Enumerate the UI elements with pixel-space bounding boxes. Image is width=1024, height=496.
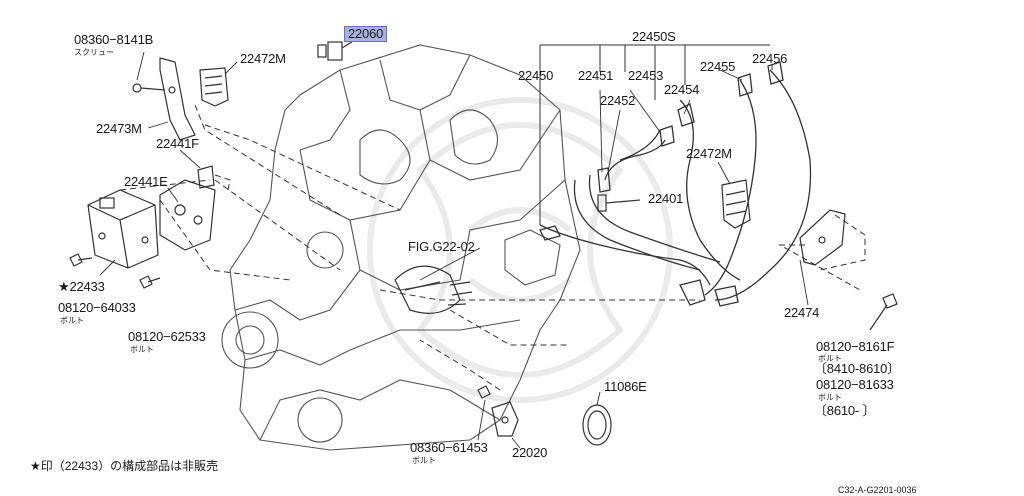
part-label-22452[interactable]: 22452 — [600, 93, 636, 108]
part-label-08120-81633[interactable]: 08120−81633 — [816, 377, 894, 392]
part-label-22060-highlighted[interactable]: 22060 — [344, 26, 388, 42]
part-range-81633: 〔8610- 〕 — [814, 403, 876, 418]
part-label-08360-61453[interactable]: 08360−61453 — [410, 440, 488, 455]
part-label-08120-64033[interactable]: 08120−64033 — [58, 300, 136, 315]
sensor-22020 — [477, 385, 519, 437]
engine-block — [221, 44, 581, 451]
part-label-22454[interactable]: 22454 — [664, 82, 700, 97]
part-sublabel-bolt-61453: ボルト — [412, 456, 436, 465]
part-range-8161f: 〔8410-8610〕 — [814, 361, 900, 376]
leader-lines — [99, 51, 809, 449]
label-bracket-22450s — [539, 44, 770, 225]
part-sublabel-screw: スクリュー — [74, 48, 114, 57]
part-label-22456[interactable]: 22456 — [752, 51, 788, 66]
part-label-22433[interactable]: ★22433 — [58, 279, 105, 294]
part-label-22451[interactable]: 22451 — [578, 68, 614, 83]
clamp-22472m-right — [721, 179, 751, 229]
part-sublabel-bolt-81633: ボルト — [818, 393, 842, 402]
ignition-coil — [87, 189, 159, 269]
distributor-cap — [394, 265, 473, 314]
sensor-22060 — [317, 41, 353, 61]
diagram-code: C32-A-G2201-0036 — [838, 485, 917, 495]
spark-plug — [597, 194, 641, 212]
bracket-22473m — [132, 57, 196, 141]
part-label-22401[interactable]: 22401 — [648, 191, 684, 206]
part-label-22441f[interactable]: 22441F — [156, 136, 199, 151]
bracket-22474 — [799, 209, 898, 331]
part-label-08120-8161f[interactable]: 08120−8161F — [816, 339, 895, 354]
part-label-11086e[interactable]: 11086E — [604, 379, 647, 394]
part-sublabel-bolt-64033: ボルト — [60, 316, 84, 325]
part-label-22450s[interactable]: 22450S — [632, 29, 676, 44]
part-label-22441e[interactable]: 22441E — [124, 174, 168, 189]
part-label-22453[interactable]: 22453 — [628, 68, 664, 83]
part-label-22455[interactable]: 22455 — [700, 59, 736, 74]
dashed-guides — [119, 104, 866, 391]
figure-reference-link[interactable]: FIG.G22-02 — [408, 239, 475, 254]
bolts-left — [69, 253, 161, 289]
part-sublabel-bolt-62533: ボルト — [130, 345, 154, 354]
clamp-22472m-top — [199, 67, 229, 107]
seal-11086e — [582, 404, 612, 446]
part-label-22473m[interactable]: 22473M — [96, 121, 142, 136]
watermark-emblem — [367, 97, 673, 403]
part-label-22020[interactable]: 22020 — [512, 445, 548, 460]
part-label-22450[interactable]: 22450 — [518, 68, 554, 83]
igniter-bracket — [159, 165, 216, 251]
footnote: ★印（22433）の構成部品は非販売 — [30, 459, 219, 473]
part-label-08360-8141b[interactable]: 08360−8141B — [74, 32, 154, 47]
plug-wire-set — [539, 61, 812, 307]
part-label-22472m-right[interactable]: 22472M — [686, 146, 732, 161]
part-label-08120-62533[interactable]: 08120−62533 — [128, 329, 206, 344]
part-sublabel-bolt-8161f: ボルト — [818, 354, 842, 363]
part-label-22474[interactable]: 22474 — [784, 305, 820, 320]
part-label-22472m-top[interactable]: 22472M — [240, 51, 286, 66]
